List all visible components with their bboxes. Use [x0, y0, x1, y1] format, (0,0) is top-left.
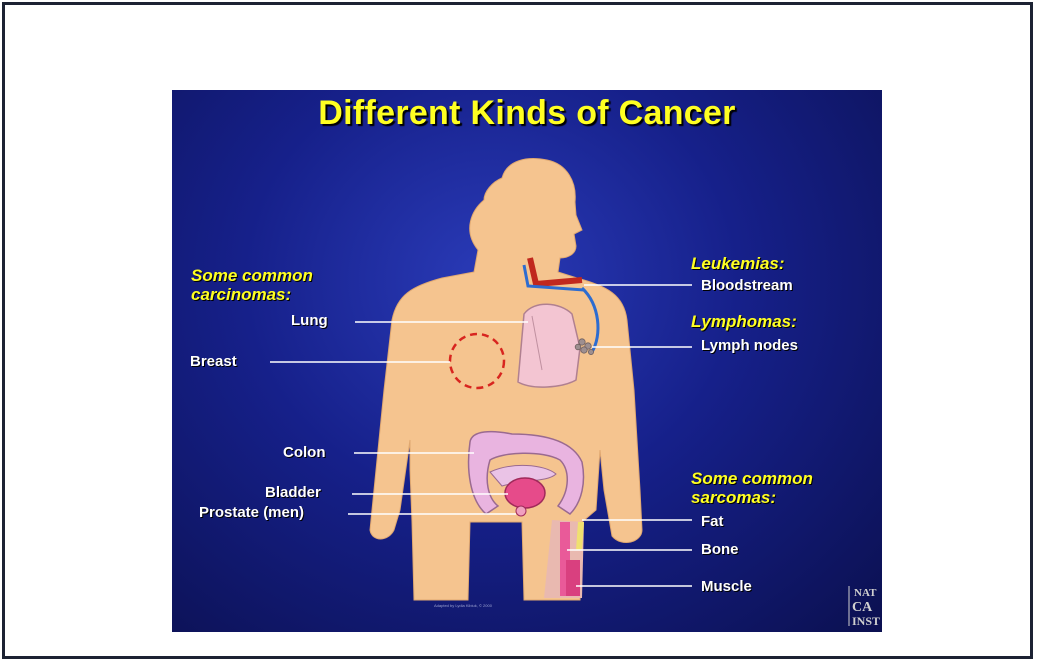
- slide-title: Different Kinds of Cancer: [172, 94, 882, 133]
- nci-logo-mark: NAT CA INST: [846, 584, 880, 628]
- leg-muscle-bundle: [566, 560, 580, 596]
- slide-panel: Different Kinds of Cancer Some common ca…: [172, 90, 882, 632]
- label-bone: Bone: [701, 541, 739, 558]
- label-lung: Lung: [291, 312, 328, 329]
- svg-text:INST: INST: [852, 614, 880, 628]
- label-bladder: Bladder: [265, 484, 321, 501]
- prostate-shape: [516, 506, 526, 516]
- body-illustration: [172, 90, 882, 632]
- label-breast: Breast: [190, 353, 237, 370]
- sarcomas-heading: Some common sarcomas:: [691, 469, 813, 507]
- label-bloodstream: Bloodstream: [701, 277, 793, 294]
- label-muscle: Muscle: [701, 578, 752, 595]
- leukemias-heading: Leukemias:: [691, 254, 785, 273]
- carcinomas-heading: Some common carcinomas:: [191, 266, 313, 304]
- svg-text:NAT: NAT: [854, 587, 877, 599]
- body-silhouette: [370, 159, 642, 600]
- illustration-credit: Adapted by Lydia Kibiuk, © 2000: [434, 603, 492, 608]
- label-prostate: Prostate (men): [199, 504, 304, 521]
- lung-shape: [518, 304, 580, 387]
- lymphomas-heading: Lymphomas:: [691, 312, 797, 331]
- label-lymph-nodes: Lymph nodes: [701, 337, 798, 354]
- label-fat: Fat: [701, 513, 724, 530]
- label-colon: Colon: [283, 444, 326, 461]
- svg-text:CA: CA: [852, 600, 873, 615]
- nci-logo: NAT CA INST: [846, 584, 880, 628]
- bladder-shape: [505, 478, 545, 508]
